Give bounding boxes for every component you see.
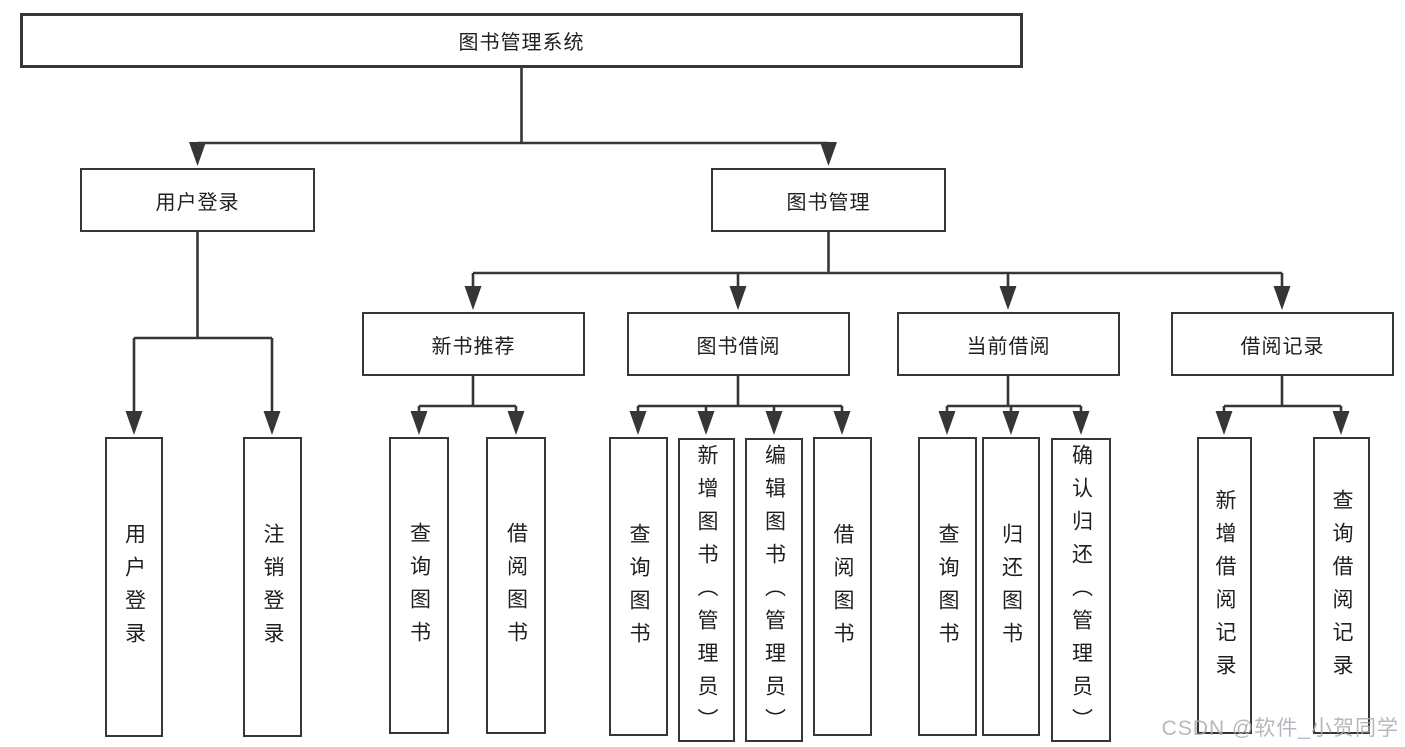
node-nb-borrow-books: 借阅图书 xyxy=(486,437,546,734)
node-user-login-leaf: 用户登录 xyxy=(105,437,163,737)
node-bb-borrow-books: 借阅图书 xyxy=(813,437,872,736)
node-book-management: 图书管理 xyxy=(711,168,946,232)
csdn-watermark: CSDN @软件_小贺同学 xyxy=(1161,717,1399,740)
node-bb-edit-books-admin: 编辑图书（管理员） xyxy=(745,438,803,742)
node-cb-return-books: 归还图书 xyxy=(982,437,1040,736)
node-bb-add-books-admin: 新增图书（管理员） xyxy=(678,438,735,742)
node-cb-query-books: 查询图书 xyxy=(918,437,977,736)
node-nb-query-books: 查询图书 xyxy=(389,437,449,734)
node-library-management-system: 图书管理系统 xyxy=(20,13,1023,68)
arrowheads xyxy=(125,142,1350,435)
node-borrow-records: 借阅记录 xyxy=(1171,312,1394,376)
node-logout-leaf: 注销登录 xyxy=(243,437,302,737)
node-bb-query-books: 查询图书 xyxy=(609,437,668,736)
node-book-borrowing: 图书借阅 xyxy=(627,312,850,376)
node-br-add-record: 新增借阅记录 xyxy=(1197,437,1252,734)
node-new-book-recommend: 新书推荐 xyxy=(362,312,585,376)
node-cb-confirm-return-admin: 确认归还（管理员） xyxy=(1051,438,1111,742)
node-user-login: 用户登录 xyxy=(80,168,315,232)
node-br-query-record: 查询借阅记录 xyxy=(1313,437,1370,734)
node-current-borrowing: 当前借阅 xyxy=(897,312,1120,376)
